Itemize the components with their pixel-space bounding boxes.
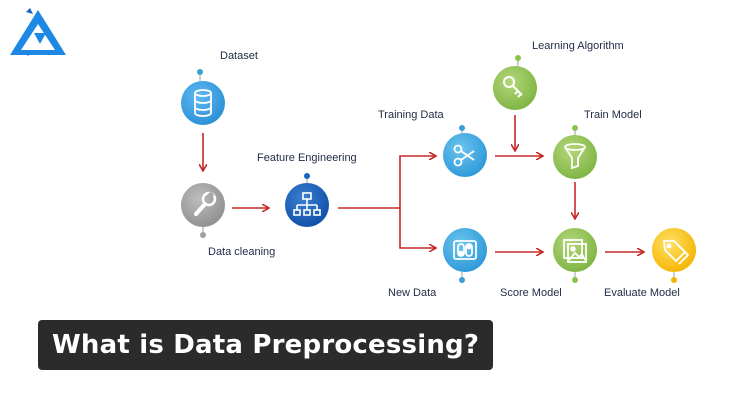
scissors-icon (453, 144, 475, 167)
node-data-cleaning (181, 183, 225, 238)
key-icon (503, 76, 523, 98)
node-feature-engineering (285, 173, 329, 227)
label-evaluate-model: Evaluate Model (604, 287, 680, 299)
label-new-data: New Data (388, 287, 437, 299)
label-score-model: Score Model (500, 287, 562, 299)
node-new-data (443, 228, 487, 283)
node-score-model (553, 228, 597, 283)
arrows (203, 115, 643, 252)
tag-icon (662, 240, 690, 265)
banner-title: What is Data Preprocessing? (52, 330, 480, 360)
node-dataset (181, 69, 225, 125)
label-dataset: Dataset (220, 50, 258, 62)
wrench-icon (194, 191, 217, 216)
label-feature-engineering: Feature Engineering (257, 152, 357, 164)
node-training-data (443, 125, 487, 177)
node-learning-algorithm (493, 55, 537, 110)
funnel-icon (564, 143, 586, 170)
node-train-model (553, 125, 597, 179)
arrow-feature-to-newdata (399, 208, 435, 248)
arrow-feature-split (338, 156, 435, 209)
label-training-data: Training Data (378, 109, 444, 121)
node-evaluate-model (652, 228, 696, 283)
hierarchy-icon (293, 192, 321, 216)
database-icon (194, 89, 212, 117)
logo (10, 8, 66, 55)
title-banner: What is Data Preprocessing? (38, 320, 494, 370)
logo-text: OBJECTIVES (18, 52, 58, 57)
label-data-cleaning: Data cleaning (208, 246, 276, 258)
picture-icon (563, 239, 587, 263)
label-learning-algorithm: Learning Algorithm (532, 40, 624, 52)
switch-icon (453, 240, 477, 260)
label-train-model: Train Model (584, 109, 642, 121)
